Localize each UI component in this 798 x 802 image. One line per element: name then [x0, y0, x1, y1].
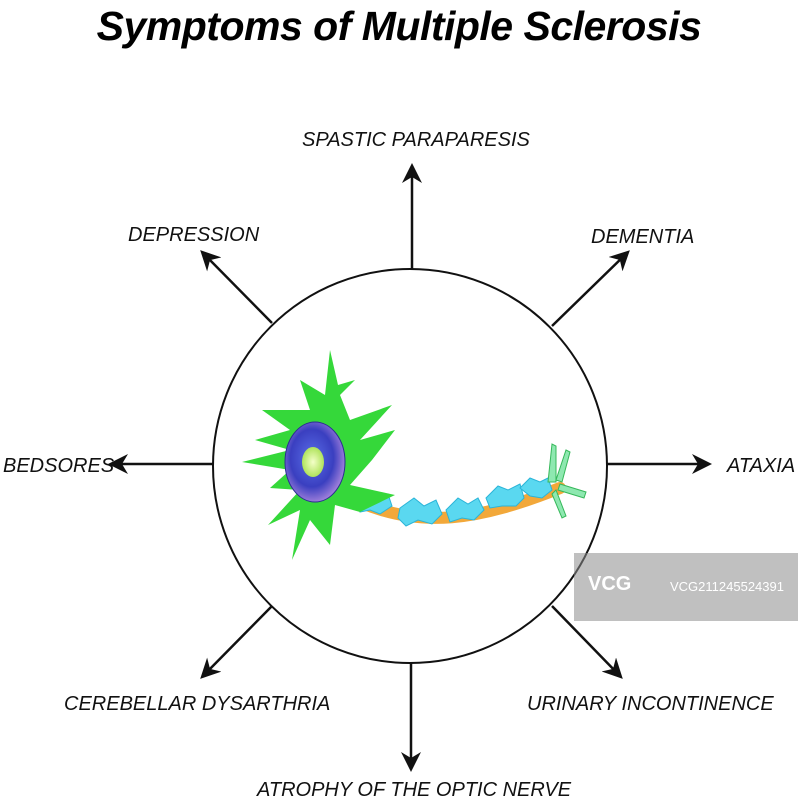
- arrow-bottom-right: [551, 605, 623, 679]
- page-title: Symptoms of Multiple Sclerosis: [96, 3, 702, 49]
- symptom-depression: DEPRESSION: [128, 224, 260, 246]
- neuron-illustration: [242, 350, 587, 560]
- arrows: [108, 163, 712, 772]
- myelin-sheath: [357, 477, 553, 527]
- symptom-dementia: DEMENTIA: [591, 226, 695, 248]
- arrow-top-left: [200, 250, 273, 324]
- symptom-cerebellar-dysarthria: CEREBELLAR DYSARTHRIA: [64, 693, 331, 715]
- watermark: VCG VCG211245524391: [574, 553, 798, 621]
- arrow-bottom-left: [200, 605, 273, 679]
- symptom-ataxia: ATAXIA: [727, 455, 796, 477]
- nucleolus: [302, 447, 324, 477]
- arrow-top-right: [551, 250, 630, 327]
- watermark-logo: VCG: [588, 573, 632, 595]
- symptom-atrophy-of-optic-nerve: ATROPHY OF THE OPTIC NERVE: [257, 779, 572, 801]
- symptom-bedsores: BEDSORES: [3, 455, 115, 477]
- watermark-id: VCG211245524391: [670, 579, 784, 594]
- symptom-urinary-incontinence: URINARY INCONTINENCE: [527, 693, 774, 715]
- axon-terminal: [547, 443, 587, 519]
- symptom-spastic-paraparesis: SPASTIC PARAPARESIS: [302, 129, 530, 151]
